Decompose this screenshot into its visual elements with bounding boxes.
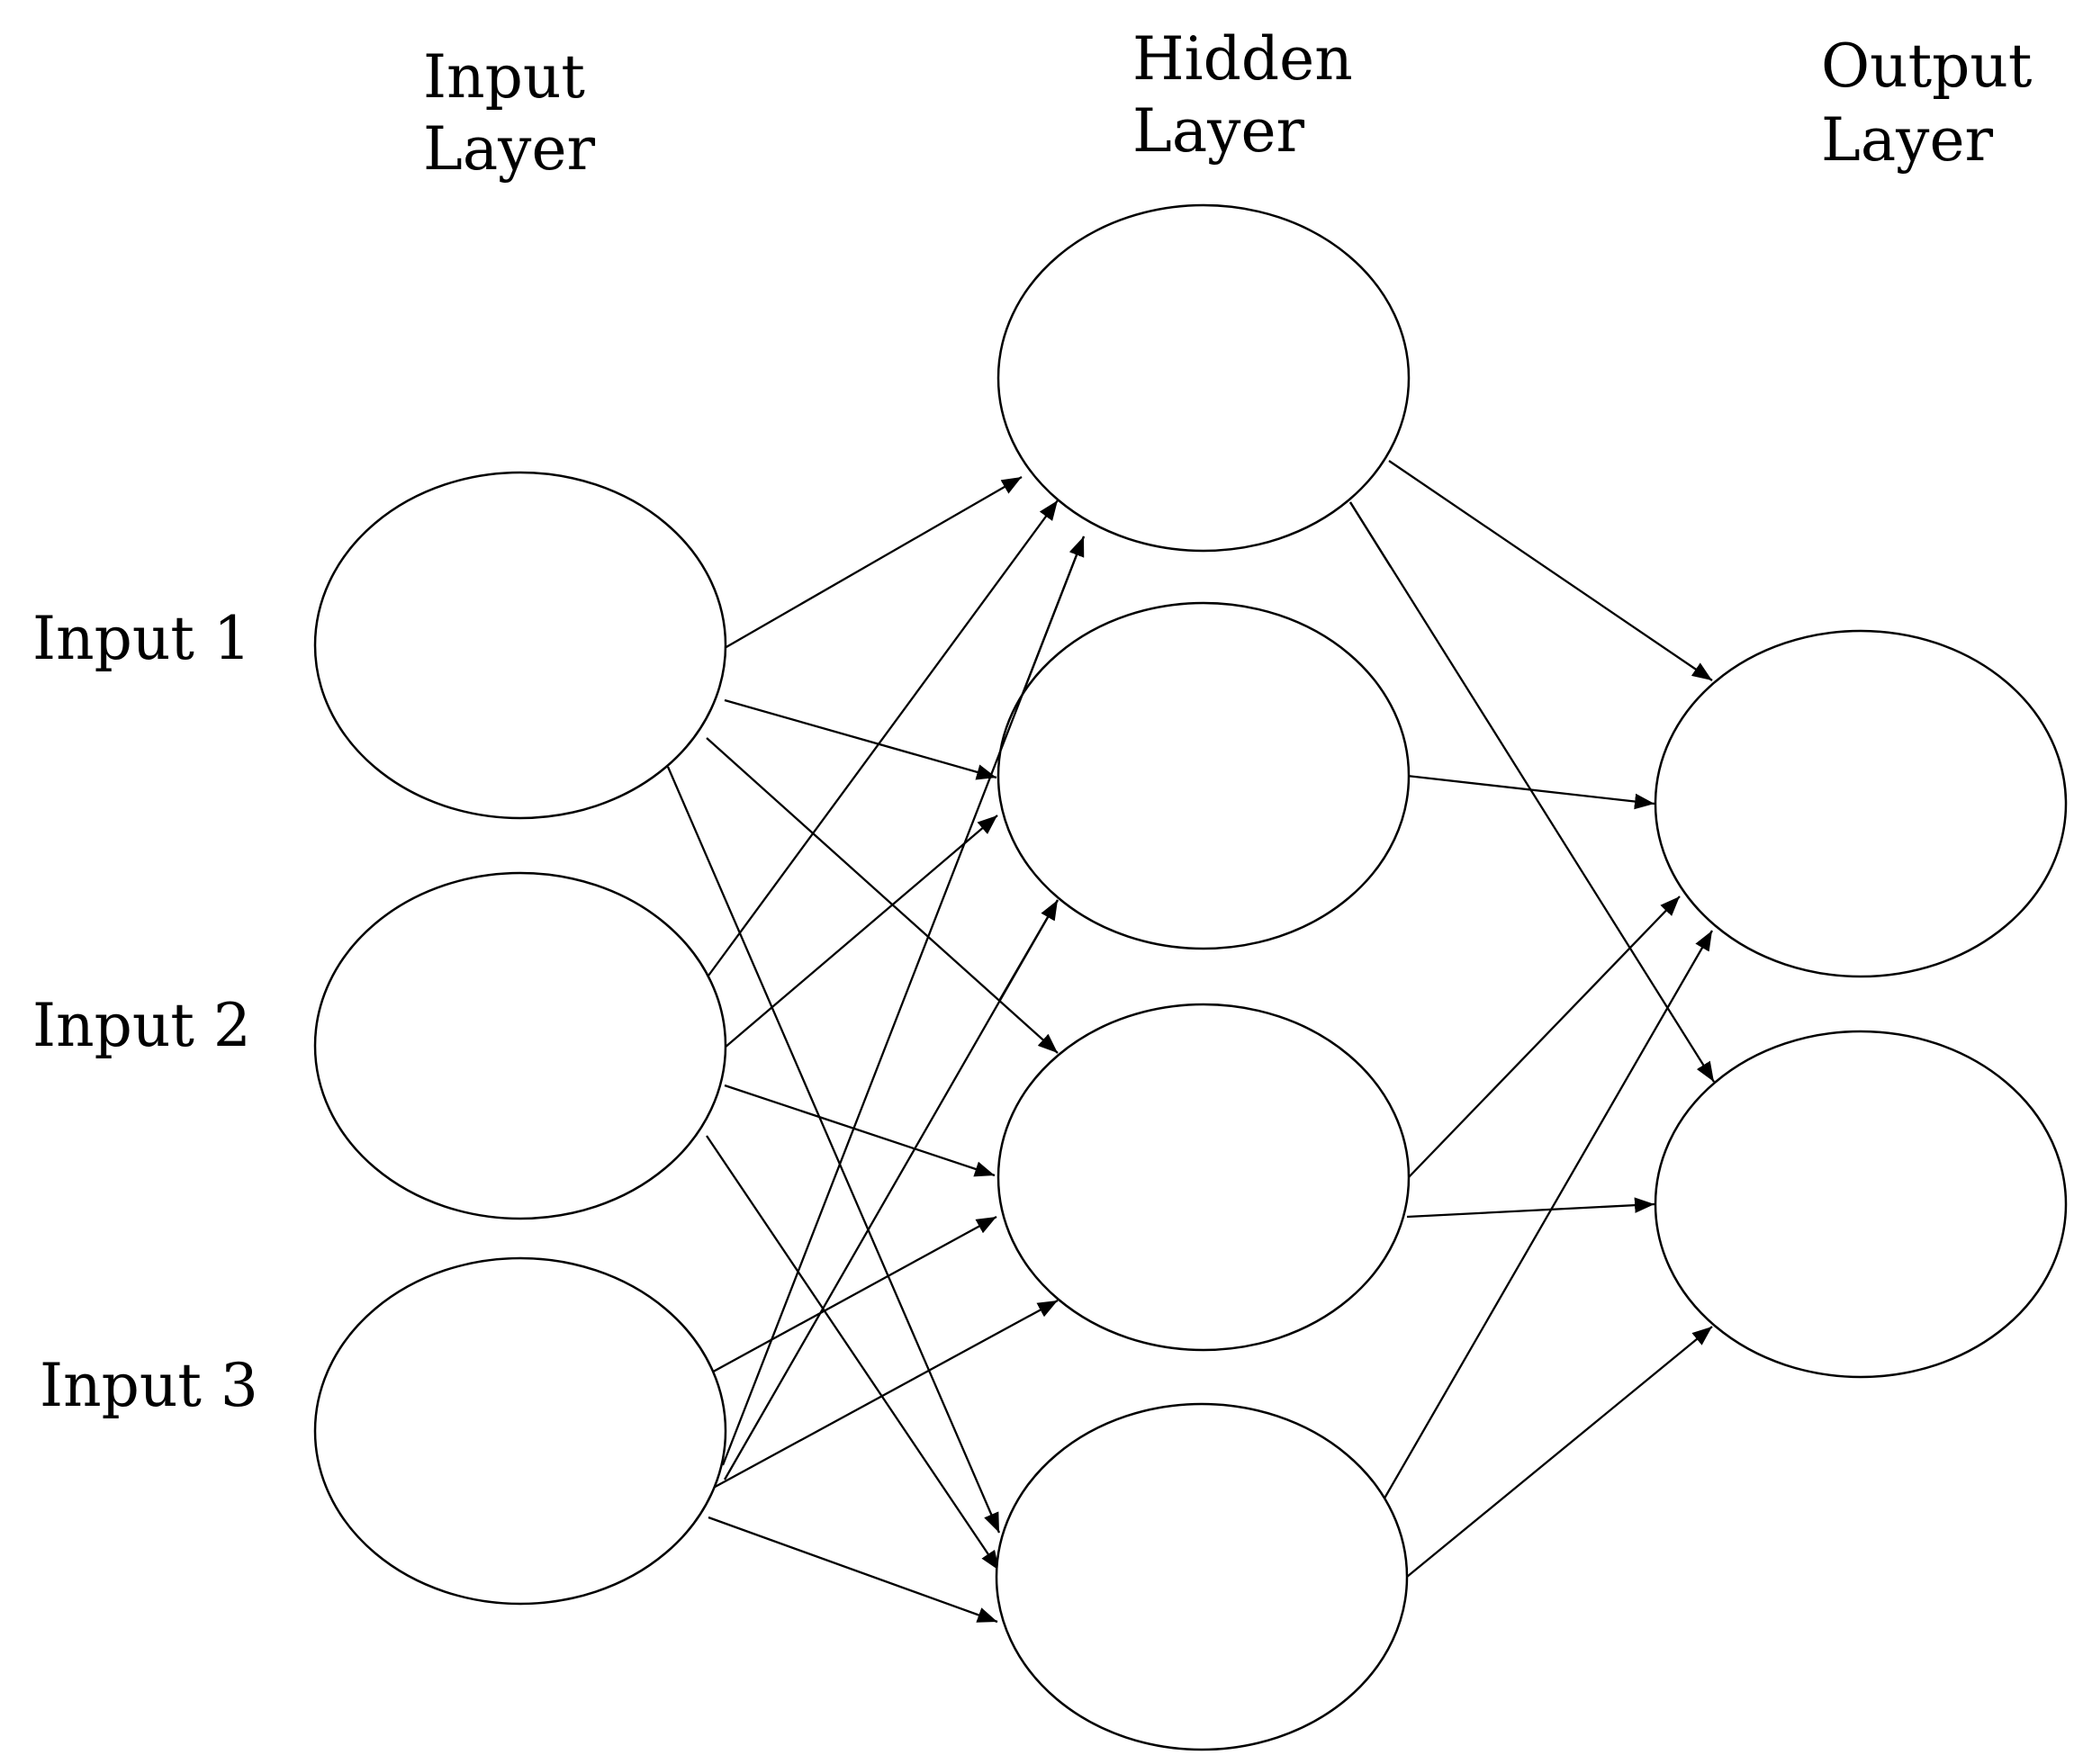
edge-in3-h1-overlap [997,536,1086,755]
input-layer-nodes [313,471,727,1606]
hidden-layer-heading: Hidden Layer [1132,24,1353,166]
edge-in2-h4 [706,1135,1000,1571]
hidden-node-3 [996,1003,1411,1352]
edge-in1-h4 [666,766,1001,1534]
edge-h1-o2-overlap [1349,501,1392,568]
output-layer-heading: Output Layer [1821,32,2032,175]
input-node-1 [313,471,727,820]
input-node-3 [313,1256,727,1606]
edge-h3-o1 [1406,896,1681,1180]
input-label-2: Input 2 [32,991,251,1060]
edge-in1-h1 [724,476,1023,649]
hidden-layer-heading-line2: Layer [1132,96,1305,166]
edge-in3-h3 [706,1215,997,1377]
edge-h4-o2 [1406,1326,1713,1578]
hidden-node-1 [996,203,1411,553]
edge-in3-h3b [708,1299,1059,1492]
input-layer-heading-line1: Input [423,42,585,112]
output-node-1 [1654,629,2068,978]
edge-h3-o2 [1406,1197,1655,1219]
edge-h1-o1 [1388,460,1713,681]
overlapping-edges [997,501,1392,1002]
input-node-2 [313,871,727,1220]
edge-in3-h4 [708,1516,998,1624]
edge-in2-h3 [724,1084,996,1177]
input-layer-heading: Input Layer [423,42,596,184]
edge-h2-o1 [1406,774,1655,810]
input-label-3: Input 3 [40,1351,258,1420]
hidden-layer-nodes [995,203,1411,1751]
output-layer-heading-line2: Layer [1821,105,1994,175]
edges [666,460,1715,1624]
edge-in2-h2 [724,814,998,1048]
output-layer-nodes [1654,629,2068,1379]
edge-h1-o2 [1349,501,1715,1083]
input-label-1: Input 1 [32,604,251,673]
edge-in1-h2 [724,698,997,780]
input-layer-heading-line2: Layer [423,114,596,184]
hidden-layer-heading-line1: Hidden [1132,24,1353,94]
edge-in2-h1 [708,500,1059,976]
hidden-node-2 [996,601,1411,950]
hidden-node-4 [995,1402,1409,1751]
output-layer-heading-line1: Output [1821,32,2032,101]
output-node-2 [1654,1030,2068,1379]
edge-in3-h2-overlap [998,899,1059,1002]
edge-h4-o1 [1381,930,1713,1504]
